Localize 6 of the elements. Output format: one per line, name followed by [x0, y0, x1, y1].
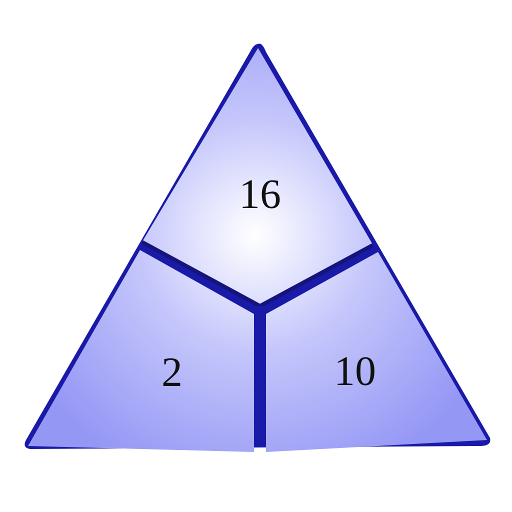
number-label: 2: [162, 352, 182, 394]
triangle-section: [28, 250, 254, 452]
triangle-section: [142, 48, 373, 306]
number-label: 10: [334, 351, 376, 393]
number-label: 16: [239, 174, 281, 216]
triangle-section: [266, 252, 487, 452]
